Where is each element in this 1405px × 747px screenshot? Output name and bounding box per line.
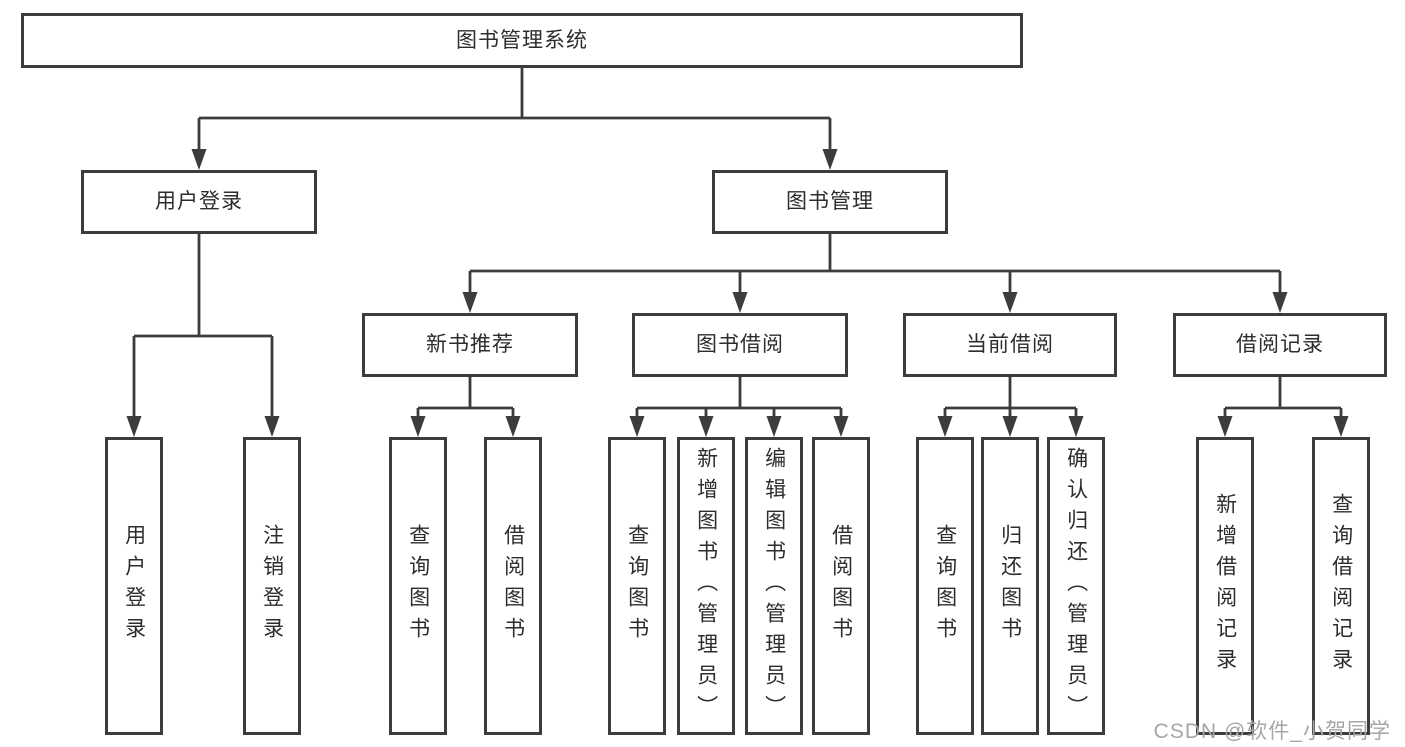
csdn-watermark: CSDN @软件_小贺同学 [1153, 720, 1391, 743]
node-book-management: 图书管理 [712, 170, 948, 234]
leaf-user-login: 用户登录 [105, 437, 163, 735]
leaf-return-book: 归还图书 [981, 437, 1039, 735]
node-current-borrow: 当前借阅 [903, 313, 1117, 377]
node-new-book-recommend: 新书推荐 [362, 313, 578, 377]
leaf-edit-book-admin: 编辑图书（管理员） [745, 437, 803, 735]
node-borrow-records: 借阅记录 [1173, 313, 1387, 377]
leaf-add-book-admin: 新增图书（管理员） [677, 437, 735, 735]
leaf-query-books-recommend: 查询图书 [389, 437, 447, 735]
leaf-logout: 注销登录 [243, 437, 301, 735]
leaf-confirm-return-admin: 确认归还（管理员） [1047, 437, 1105, 735]
leaf-query-books-current: 查询图书 [916, 437, 974, 735]
node-root: 图书管理系统 [21, 13, 1023, 68]
leaf-add-borrow-record: 新增借阅记录 [1196, 437, 1254, 735]
node-user-login: 用户登录 [81, 170, 317, 234]
node-book-borrow: 图书借阅 [632, 313, 848, 377]
leaf-query-borrow-record: 查询借阅记录 [1312, 437, 1370, 735]
leaf-query-books-borrow: 查询图书 [608, 437, 666, 735]
leaf-borrow-books: 借阅图书 [812, 437, 870, 735]
leaf-borrow-books-recommend: 借阅图书 [484, 437, 542, 735]
